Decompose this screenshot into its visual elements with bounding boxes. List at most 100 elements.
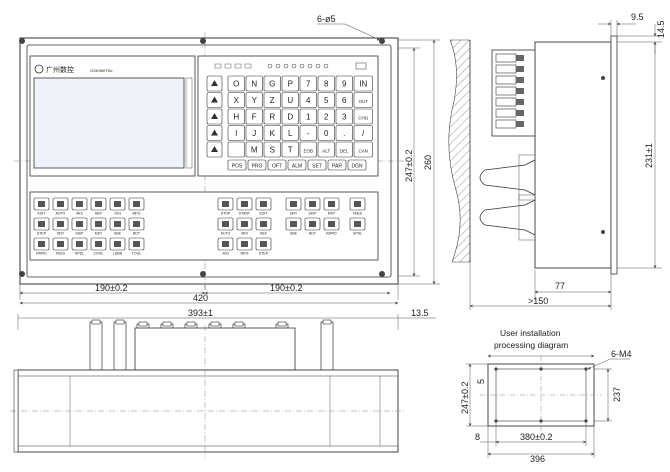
keypad-key[interactable] bbox=[317, 141, 335, 158]
keypad-key[interactable] bbox=[263, 108, 281, 125]
operation-key-label: MDI bbox=[241, 232, 247, 236]
rear-connector-pin bbox=[516, 66, 524, 72]
keypad-key[interactable] bbox=[263, 75, 281, 92]
rear-connector bbox=[495, 53, 517, 63]
keypad-key[interactable] bbox=[335, 108, 353, 125]
keypad-key[interactable] bbox=[245, 141, 263, 158]
dim-side-total: >150 bbox=[528, 296, 548, 306]
keypad-key[interactable] bbox=[353, 75, 373, 92]
keypad-key[interactable] bbox=[353, 92, 373, 108]
keypad-key[interactable] bbox=[245, 108, 263, 125]
keypad-key-label: . bbox=[343, 129, 345, 138]
top-connector-cap bbox=[186, 321, 196, 327]
mounting-hole bbox=[19, 38, 25, 44]
keypad-key-label: 8 bbox=[324, 80, 329, 89]
keypad-key[interactable] bbox=[317, 108, 335, 125]
operation-key-icon bbox=[222, 241, 229, 247]
edit-key-icon bbox=[211, 146, 218, 152]
keypad-key[interactable] bbox=[227, 92, 245, 108]
operation-key-icon bbox=[133, 201, 140, 207]
operation-key-label: TOOL bbox=[132, 252, 142, 256]
function-key[interactable] bbox=[307, 159, 327, 171]
keypad-key[interactable] bbox=[227, 125, 245, 141]
operation-key-label: SBK bbox=[290, 232, 298, 236]
rear-connector bbox=[495, 64, 517, 74]
keypad-key[interactable] bbox=[335, 75, 353, 92]
operation-key-label: BDT bbox=[309, 232, 317, 236]
keypad-key-label: 9 bbox=[342, 80, 347, 89]
dim-side-height: 231±1 bbox=[644, 143, 654, 168]
function-key[interactable] bbox=[347, 159, 367, 171]
operation-key-icon bbox=[38, 241, 45, 247]
operation-key-label: STEP bbox=[37, 232, 47, 236]
keypad-key[interactable] bbox=[299, 141, 317, 158]
front-view: 6-ø5 广州数控 GSK980TDc bbox=[14, 14, 404, 290]
keypad-key[interactable] bbox=[299, 75, 317, 92]
function-key[interactable] bbox=[227, 159, 247, 171]
keypad-key[interactable] bbox=[281, 125, 299, 141]
keypad-key[interactable] bbox=[245, 92, 263, 108]
keypad-key-label: K bbox=[270, 129, 276, 138]
keypad-key[interactable] bbox=[227, 75, 245, 92]
keypad-key[interactable] bbox=[281, 108, 299, 125]
keypad-key[interactable] bbox=[245, 75, 263, 92]
function-key[interactable] bbox=[327, 159, 347, 171]
operation-key-label: MPG bbox=[133, 212, 141, 216]
keypad-key-label: F bbox=[252, 113, 257, 122]
dim-top-width: 393±1 bbox=[188, 308, 213, 318]
keypad-key[interactable] bbox=[317, 75, 335, 92]
keypad-key[interactable] bbox=[299, 92, 317, 108]
install-title-line1: User installation bbox=[500, 328, 561, 338]
operation-key-icon bbox=[76, 221, 83, 227]
operation-key-icon bbox=[241, 241, 248, 247]
keypad-key[interactable] bbox=[353, 125, 373, 141]
keypad-key-label: D bbox=[287, 113, 293, 122]
operation-key-label: STEP bbox=[259, 252, 269, 256]
keypad-key[interactable] bbox=[335, 141, 353, 158]
keypad-key[interactable] bbox=[335, 125, 353, 141]
function-key[interactable] bbox=[267, 159, 287, 171]
edit-key-icon bbox=[211, 129, 218, 136]
dim-cutout-width: 396 bbox=[530, 454, 545, 464]
operation-key-label: RAPID bbox=[326, 232, 337, 236]
top-connector-cap bbox=[115, 319, 125, 325]
keypad-key[interactable] bbox=[335, 92, 353, 108]
dim-cutout-spacing: 380±0.2 bbox=[520, 432, 552, 442]
dim-side-depth: 77 bbox=[555, 281, 565, 291]
hole-note: 6-ø5 bbox=[317, 14, 336, 24]
keypad-key[interactable] bbox=[245, 125, 263, 141]
operation-key-icon bbox=[354, 201, 361, 207]
keypad-key-label: Z bbox=[270, 96, 275, 105]
keypad-key[interactable] bbox=[281, 141, 299, 158]
keypad-key[interactable] bbox=[299, 108, 317, 125]
keypad-key[interactable] bbox=[227, 108, 245, 125]
keypad-key[interactable] bbox=[263, 125, 281, 141]
keypad-key[interactable] bbox=[281, 75, 299, 92]
keypad-key[interactable] bbox=[353, 141, 373, 158]
keypad-key-label: Y bbox=[252, 96, 258, 105]
keypad-key[interactable] bbox=[281, 92, 299, 108]
keypad-key[interactable] bbox=[227, 141, 245, 158]
keypad-key[interactable] bbox=[317, 125, 335, 141]
keypad-key[interactable] bbox=[353, 108, 373, 125]
keypad-key[interactable] bbox=[263, 92, 281, 108]
operation-key-label: MPG bbox=[241, 252, 249, 256]
keypad-key-label: O bbox=[233, 80, 239, 89]
function-key[interactable] bbox=[287, 159, 307, 171]
keypad-key-label: IN bbox=[359, 80, 367, 89]
top-view: 393±1 13.5 bbox=[10, 308, 436, 458]
operation-key-label: AUTO bbox=[56, 212, 66, 216]
keypad-key[interactable] bbox=[317, 92, 335, 108]
operation-key-label: DRY bbox=[57, 232, 65, 236]
function-key[interactable] bbox=[247, 159, 267, 171]
dim-cutout-height: 247±0.2 bbox=[460, 382, 470, 414]
keypad-key-label: 7 bbox=[306, 80, 311, 89]
keypad-key-label: J bbox=[252, 129, 256, 138]
operation-key-label: MST bbox=[95, 232, 103, 236]
keypad-key-label: ALT bbox=[322, 149, 330, 154]
keypad-key[interactable] bbox=[299, 125, 317, 141]
keypad-key[interactable] bbox=[263, 141, 281, 158]
top-connector-cap bbox=[210, 321, 220, 327]
